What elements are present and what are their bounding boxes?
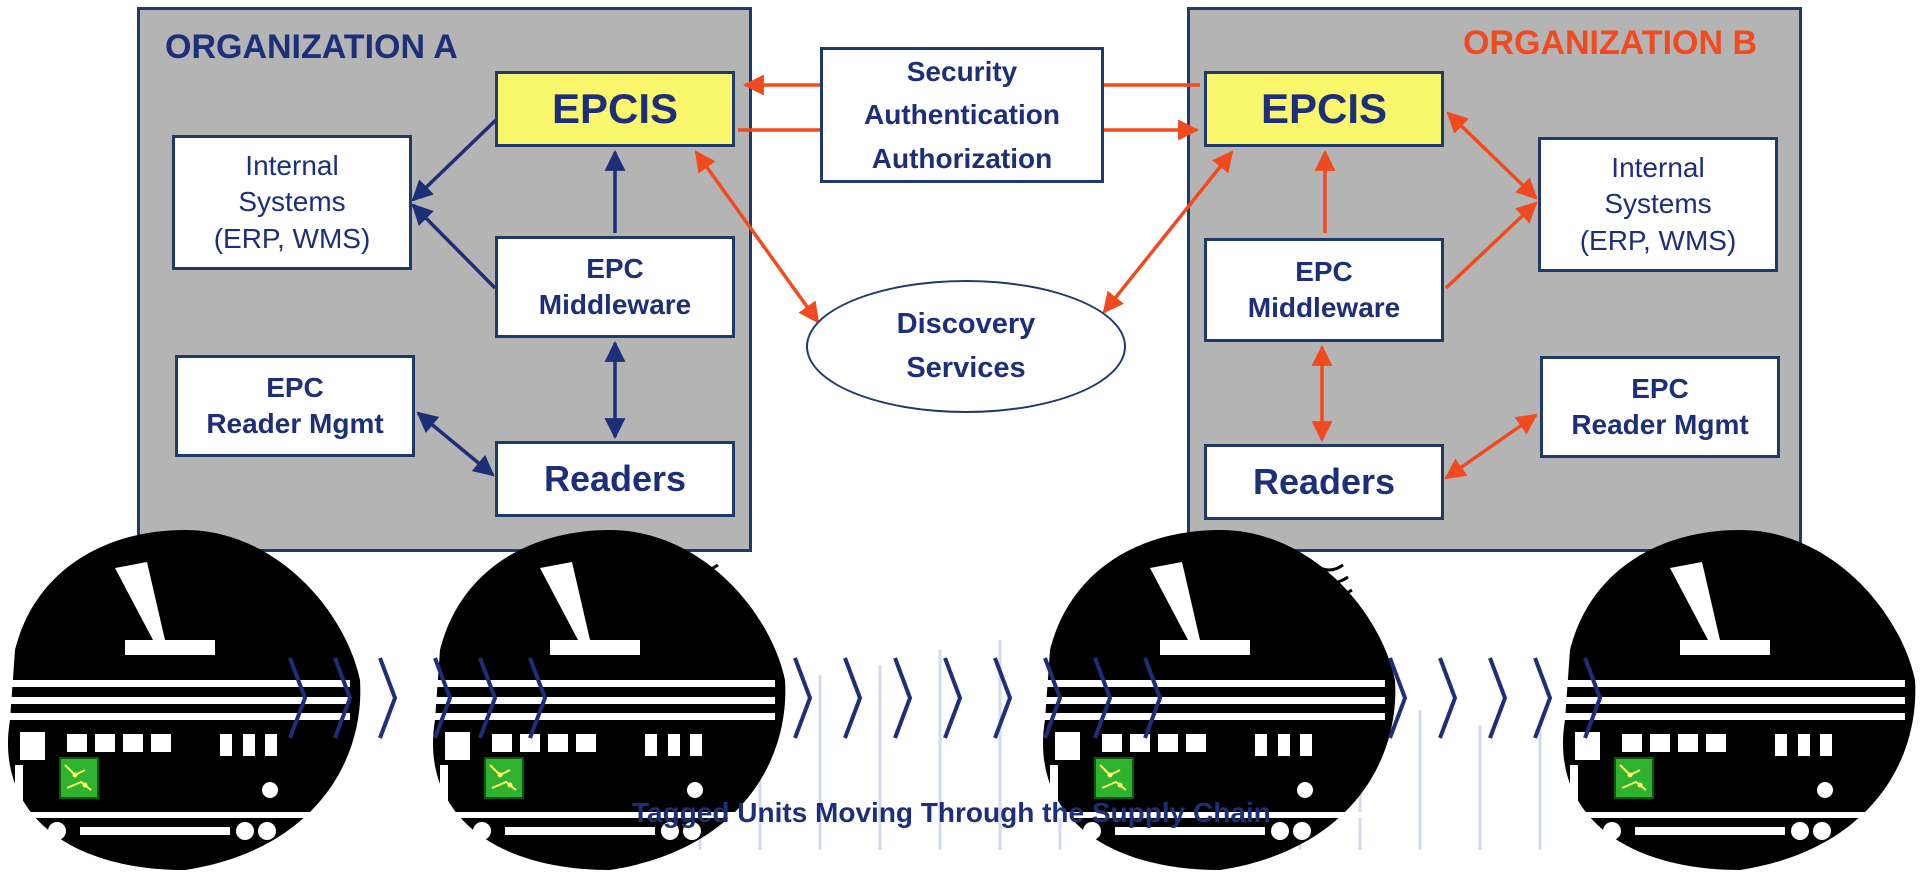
org-b-reader-mgmt-box: EPC Reader Mgmt bbox=[1540, 356, 1780, 458]
middleware-line1: EPC bbox=[1295, 255, 1353, 287]
discovery-line2: Services bbox=[906, 351, 1026, 384]
org-a-epcis-label: EPCIS bbox=[551, 84, 679, 132]
reader-mgmt-line1: EPC bbox=[1631, 372, 1689, 404]
middleware-line2: Middleware bbox=[538, 289, 692, 320]
org-b-epcis-box: EPCIS bbox=[1204, 71, 1444, 147]
org-b-epcis-label: EPCIS bbox=[1260, 84, 1388, 132]
discovery-services-ellipse: Discovery Services bbox=[806, 280, 1126, 413]
security-line3: Authorization bbox=[871, 142, 1053, 174]
org-a-reader-mgmt-box: EPC Reader Mgmt bbox=[175, 355, 415, 457]
internal-systems-line1: Internal bbox=[1611, 151, 1705, 183]
reader-mgmt-line2: Reader Mgmt bbox=[206, 408, 384, 439]
tagged-unit-1 bbox=[6, 530, 362, 871]
internal-systems-line3: (ERP, WMS) bbox=[1579, 224, 1737, 256]
radio-waves-icon bbox=[1305, 563, 1353, 599]
connector-arrows bbox=[411, 74, 1538, 480]
org-a-internal-systems-box: Internal Systems (ERP, WMS) bbox=[172, 135, 412, 270]
readers-label: Readers bbox=[1252, 460, 1396, 502]
organization-b-title: ORGANIZATION B bbox=[1463, 24, 1758, 62]
org-b-readers-box: Readers bbox=[1204, 444, 1444, 520]
org-b-internal-systems-box: Internal Systems (ERP, WMS) bbox=[1538, 137, 1778, 272]
org-a-middleware-box: EPC Middleware bbox=[495, 236, 735, 338]
org-a-epcis-box: EPCIS bbox=[495, 71, 735, 147]
supply-chain-caption: Tagged Units Moving Through the Supply C… bbox=[632, 797, 1271, 828]
org-b-middleware-box: EPC Middleware bbox=[1204, 238, 1444, 342]
reader-mgmt-line2: Reader Mgmt bbox=[1571, 409, 1749, 440]
internal-systems-line3: (ERP, WMS) bbox=[213, 222, 371, 254]
organization-a-title: ORGANIZATION A bbox=[165, 28, 458, 66]
security-box: Security Authentication Authorization bbox=[820, 47, 1104, 183]
middleware-line1: EPC bbox=[586, 252, 644, 284]
internal-systems-line1: Internal bbox=[245, 149, 339, 181]
reader-mgmt-line1: EPC bbox=[266, 371, 324, 403]
radio-waves-icon bbox=[680, 563, 728, 599]
readers-label: Readers bbox=[543, 457, 687, 499]
movement-chevrons bbox=[288, 657, 1603, 739]
internal-systems-line2: Systems bbox=[238, 186, 346, 218]
security-line1: Security bbox=[906, 55, 1018, 87]
tagged-unit-4 bbox=[1561, 530, 1917, 871]
middleware-line2: Middleware bbox=[1247, 292, 1401, 323]
security-line2: Authentication bbox=[864, 99, 1060, 131]
discovery-line1: Discovery bbox=[896, 308, 1036, 340]
supply-chain-illustration bbox=[6, 530, 1917, 871]
internal-systems-line2: Systems bbox=[1604, 188, 1712, 220]
org-a-readers-box: Readers bbox=[495, 441, 735, 517]
